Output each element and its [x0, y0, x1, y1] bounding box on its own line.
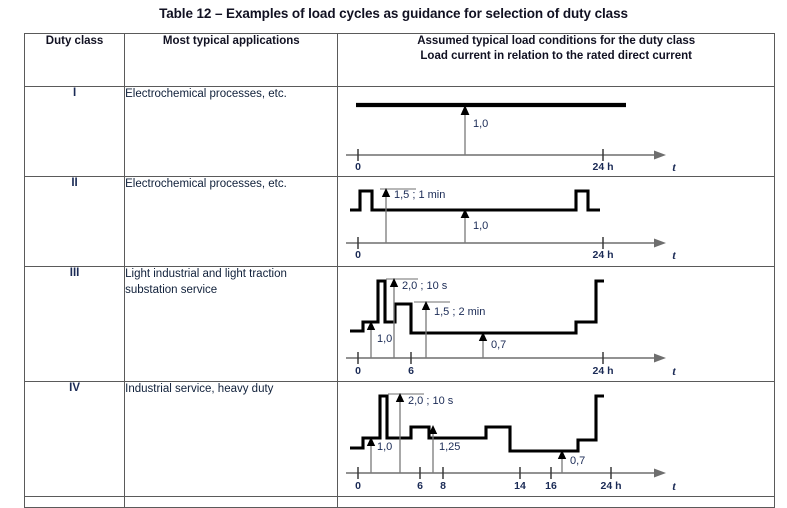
annotation-label: 0,7 — [570, 455, 585, 467]
duty-class-table: Duty class Most typical applications Ass… — [23, 33, 775, 508]
table-header-row: Duty class Most typical applications Ass… — [23, 33, 775, 87]
annotation-arrow-icon — [367, 437, 376, 446]
axis-tick-label-6: 6 — [408, 365, 414, 377]
axis-tick-label-24h: 24 h — [601, 480, 622, 492]
annotation-label: 1,5 ; 1 min — [394, 189, 445, 201]
waveform-path — [350, 279, 605, 335]
annotation-arrow-icon — [479, 332, 488, 341]
axis-tick-label-24h: 24 h — [593, 365, 614, 377]
axis-tick-label-0: 0 — [355, 161, 361, 173]
partial-cell-apps — [124, 496, 339, 508]
duty-class-value: III — [23, 266, 126, 382]
applications-value: Industrial service, heavy duty — [124, 381, 339, 497]
axis-arrow-icon — [654, 150, 667, 160]
annotation-label: 1,0 — [473, 220, 488, 232]
annotation-label: 1,0 — [377, 333, 392, 345]
table-row-partial — [23, 496, 775, 508]
waveform-path — [350, 394, 605, 453]
annotation-label: 0,7 — [491, 339, 506, 351]
table-row: II Electrochemical processes, etc. — [23, 176, 775, 267]
partial-cell-class — [23, 496, 126, 508]
axis-arrow-icon — [654, 238, 667, 248]
applications-value: Light industrial and light traction subs… — [124, 266, 339, 382]
page-title: Table 12 – Examples of load cycles as gu… — [159, 6, 628, 21]
annotation-arrow-icon — [390, 278, 399, 287]
annotation-label: 2,0 ; 10 s — [408, 395, 454, 407]
axis-tick-label-0: 0 — [355, 365, 361, 377]
header-applications: Most typical applications — [124, 33, 339, 87]
axis-tick-label-8: 8 — [440, 480, 446, 492]
axis-tick-label-0: 0 — [355, 480, 361, 492]
axis-variable-label: t — [673, 479, 677, 493]
chart-svg-class-ii: 1,5 ; 1 min 1,0 0 24 h t — [346, 188, 677, 262]
header-duty-class: Duty class — [23, 33, 126, 87]
duty-class-table-container: Duty class Most typical applications Ass… — [23, 33, 775, 508]
annotation-arrow-icon — [396, 393, 405, 402]
annotation-arrow-icon — [558, 450, 567, 459]
annotation-label: 2,0 ; 10 s — [402, 280, 448, 292]
annotation-arrow-icon — [367, 321, 376, 330]
axis-tick-label-24h: 24 h — [593, 161, 614, 173]
applications-value: Electrochemical processes, etc. — [124, 176, 339, 267]
annotation-arrow-icon — [422, 301, 431, 310]
load-cycle-chart-class-ii: 1,5 ; 1 min 1,0 0 24 h t — [337, 176, 775, 267]
waveform-path — [350, 189, 601, 212]
chart-svg-class-iii: 2,0 ; 10 s 1,5 ; 2 min 1,0 0,7 — [346, 278, 677, 378]
header-load-conditions-line2: Load current in relation to the rated di… — [420, 50, 692, 63]
load-cycle-chart-class-iii: 2,0 ; 10 s 1,5 ; 2 min 1,0 0,7 — [337, 266, 775, 382]
axis-tick-label-16: 16 — [546, 480, 558, 492]
annotation-arrow-icon — [461, 209, 470, 218]
axis-variable-label: t — [673, 364, 677, 378]
header-load-conditions: Assumed typical load conditions for the … — [337, 33, 775, 87]
axis-variable-label: t — [673, 160, 677, 174]
duty-class-value: I — [23, 86, 126, 177]
annotation-label: 1,25 — [439, 441, 460, 453]
axis-arrow-icon — [654, 353, 667, 363]
chart-svg-class-i: 1,0 0 24 h t — [346, 102, 677, 174]
table-row: IV Industrial service, heavy duty — [23, 381, 775, 497]
annotation-arrow-icon — [461, 105, 470, 115]
axis-tick-label-0: 0 — [355, 249, 361, 261]
applications-value: Electrochemical processes, etc. — [124, 86, 339, 177]
axis-variable-label: t — [673, 248, 677, 262]
load-cycle-chart-class-iv: 2,0 ; 10 s 1,25 1,0 0,7 — [337, 381, 775, 497]
annotation-label: 1,0 — [473, 118, 488, 130]
duty-class-value: IV — [23, 381, 126, 497]
duty-class-value: II — [23, 176, 126, 267]
annotation-arrow-icon — [382, 188, 391, 197]
load-cycle-chart-class-i: 1,0 0 24 h t — [337, 86, 775, 177]
annotation-arrow-icon — [429, 425, 438, 434]
axis-tick-label-24h: 24 h — [593, 249, 614, 261]
axis-tick-label-14: 14 — [515, 480, 527, 492]
partial-cell-chart — [337, 496, 775, 508]
table-row: I Electrochemical processes, etc. — [23, 86, 775, 177]
axis-arrow-icon — [654, 468, 667, 478]
annotation-label: 1,0 — [377, 441, 392, 453]
table-row: III Light industrial and light traction … — [23, 266, 775, 382]
axis-tick-label-6: 6 — [417, 480, 423, 492]
chart-svg-class-iv: 2,0 ; 10 s 1,25 1,0 0,7 — [346, 393, 677, 493]
header-load-conditions-line1: Assumed typical load conditions for the … — [417, 35, 696, 47]
annotation-label: 1,5 ; 2 min — [434, 306, 485, 318]
